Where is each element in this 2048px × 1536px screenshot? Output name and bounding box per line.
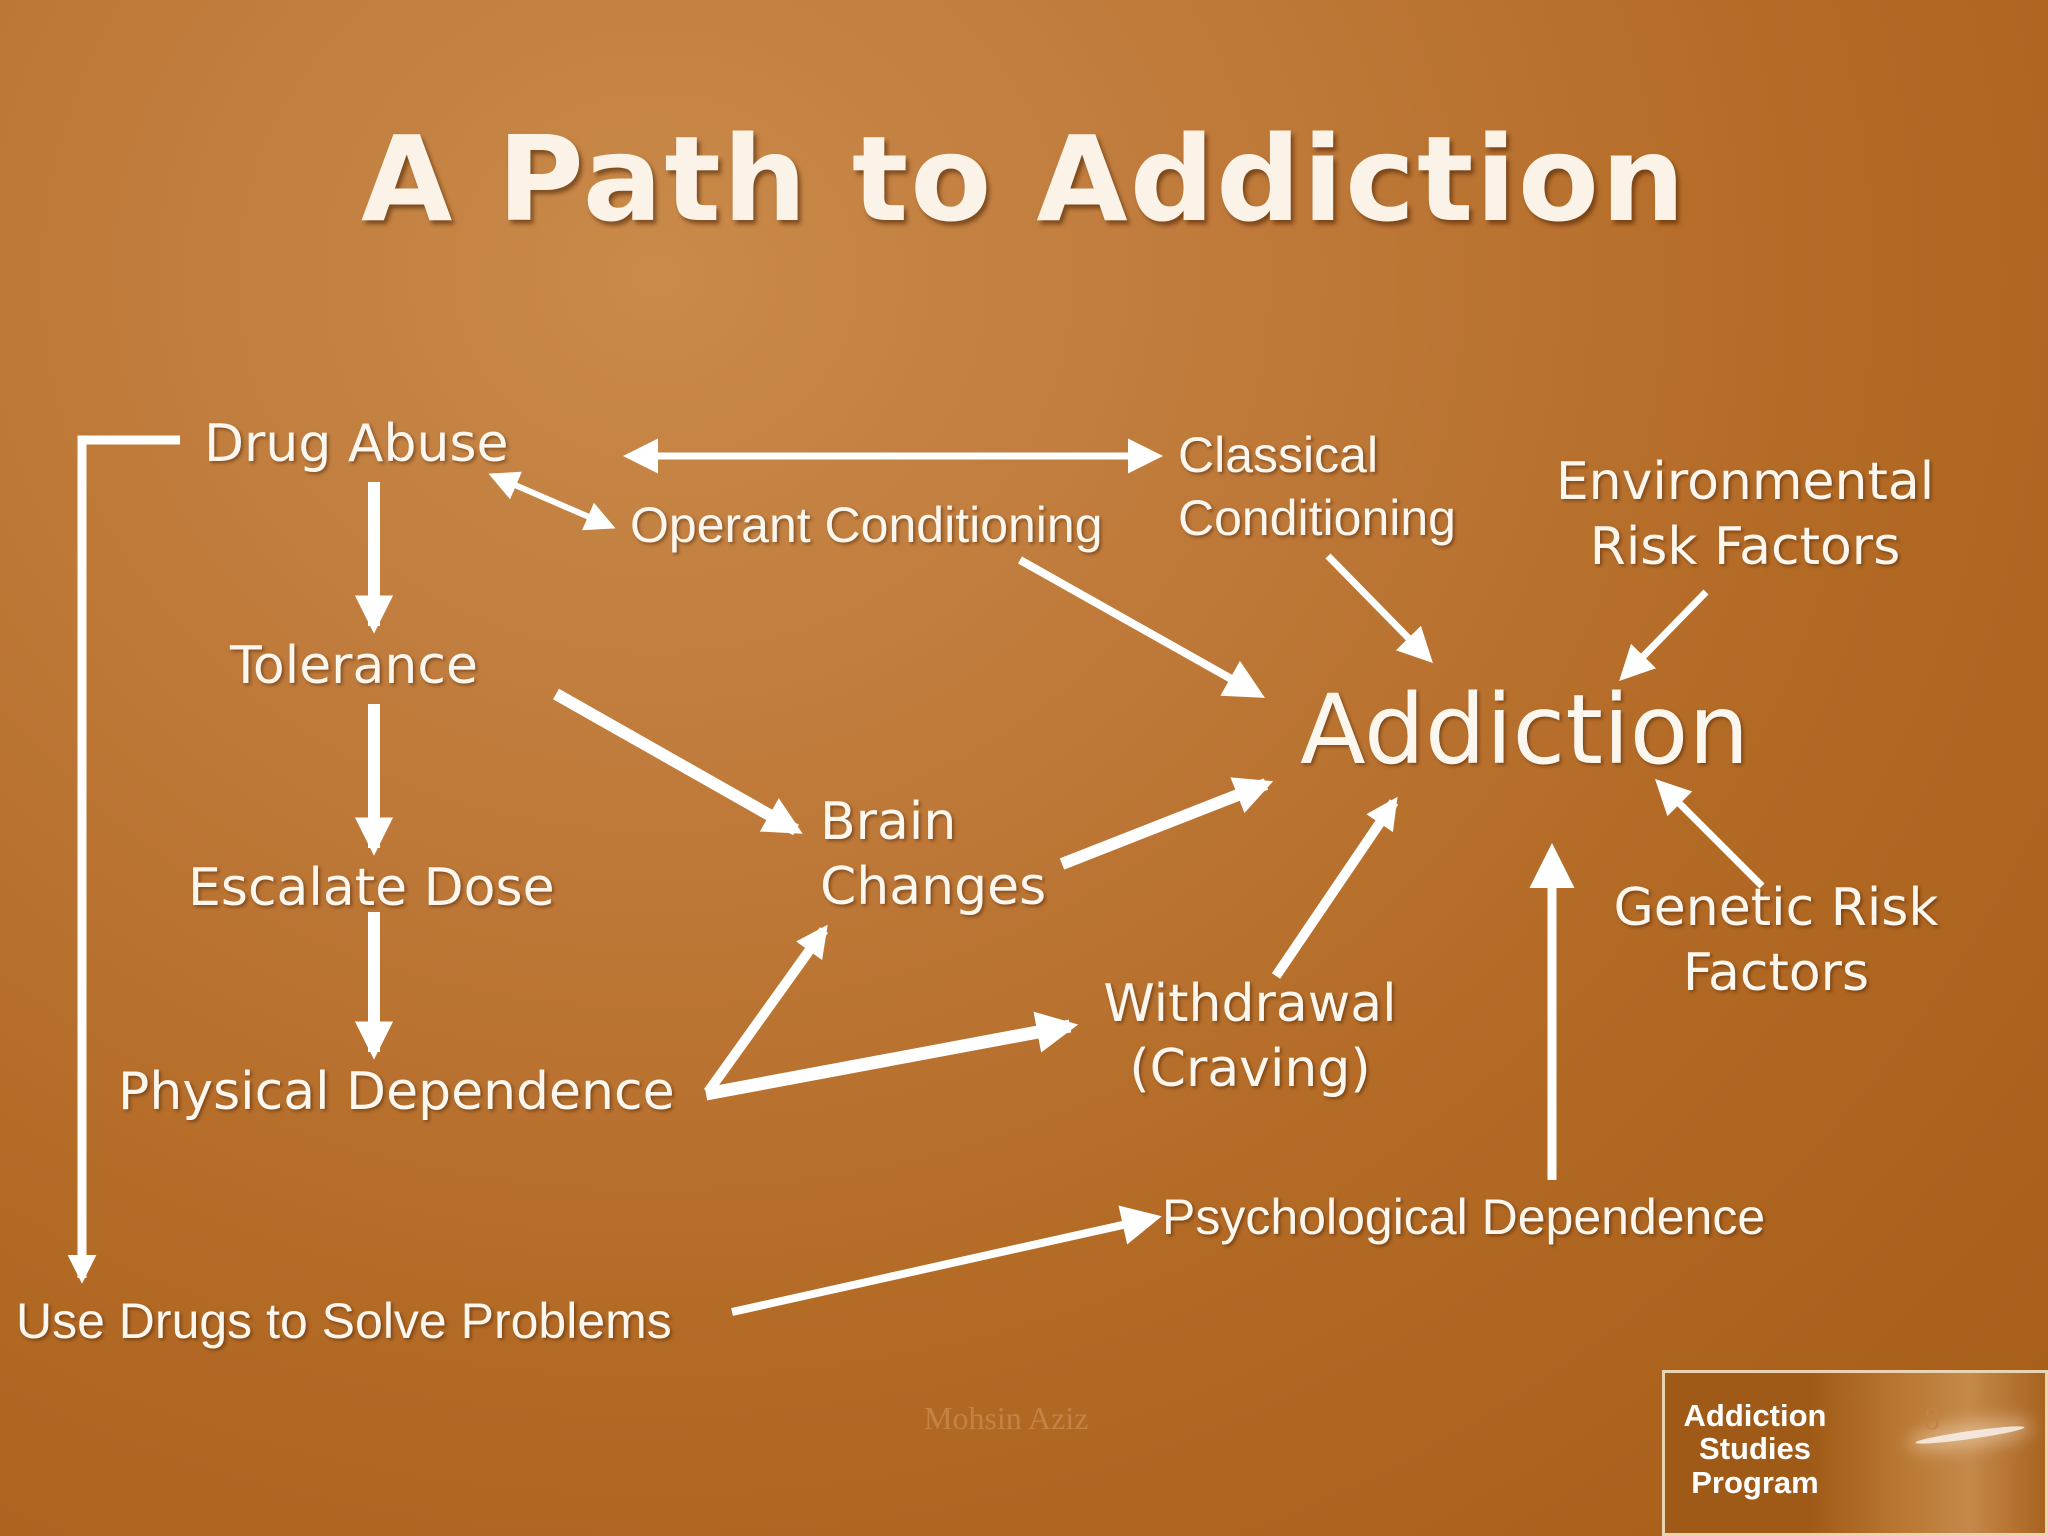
arrow-physical-to-withdrawal	[704, 1011, 1079, 1101]
node-use-drugs: Use Drugs to Solve Problems	[16, 1293, 672, 1349]
node-brain-changes: Brain Changes	[820, 790, 1046, 920]
withdrawal-line-2: (Craving)	[1129, 1039, 1371, 1099]
brain-line-2: Changes	[820, 857, 1047, 917]
arrow-drugabuse-to-usedrugs	[67, 435, 180, 1284]
arrow-tolerance-to-brain	[553, 688, 803, 836]
arrow-genetic-to-addiction	[1655, 779, 1765, 889]
node-physical-dependence: Physical Dependence	[118, 1062, 675, 1122]
node-addiction: Addiction	[1300, 674, 1750, 786]
arrow-physical-to-brain	[703, 924, 829, 1095]
arrow-withdrawal-to-addiction	[1271, 796, 1399, 979]
logo-line-3: Program	[1691, 1464, 1819, 1500]
arrow-drugabuse-operant	[488, 471, 616, 531]
node-classical-conditioning: Classical Conditioning	[1178, 424, 1456, 549]
brain-line-1: Brain	[820, 792, 957, 852]
withdrawal-line-1: Withdrawal	[1103, 974, 1397, 1034]
node-psychological-dependence: Psychological Dependence	[1162, 1189, 1766, 1245]
slide-number: 8	[1924, 1400, 1940, 1436]
arrow-classical-to-addiction	[1325, 553, 1433, 663]
arrow-environmental-to-addiction	[1619, 589, 1709, 682]
logo-text: Addiction Studies Program	[1675, 1398, 1835, 1500]
logo-line-1: Addiction	[1683, 1398, 1827, 1433]
node-environmental-risk: Environmental Risk Factors	[1540, 450, 1950, 580]
arrow-brain-to-addiction	[1059, 777, 1274, 870]
genetic-line-2: Factors	[1682, 943, 1870, 1003]
classical-line-1: Classical	[1178, 427, 1379, 483]
node-escalate-dose: Escalate Dose	[188, 858, 555, 918]
environmental-line-2: Risk Factors	[1589, 517, 1901, 577]
node-tolerance: Tolerance	[230, 636, 478, 696]
node-withdrawal: Withdrawal (Craving)	[1090, 972, 1410, 1102]
node-genetic-risk: Genetic Risk Factors	[1596, 876, 1956, 1006]
program-logo: Addiction Studies Program	[1662, 1370, 2048, 1536]
classical-line-2: Conditioning	[1178, 489, 1456, 546]
node-drug-abuse: Drug Abuse	[204, 414, 509, 474]
node-operant-conditioning: Operant Conditioning	[630, 497, 1103, 553]
slide-title: A Path to Addiction	[361, 110, 1687, 248]
genetic-line-1: Genetic Risk	[1613, 878, 1939, 938]
arrow-usedrugs-to-psychological	[731, 1205, 1162, 1316]
footer-author: Mohsin Aziz	[924, 1400, 1089, 1436]
logo-line-2: Studies	[1699, 1431, 1811, 1467]
environmental-line-1: Environmental	[1555, 452, 1935, 512]
arrow-operant-to-addiction	[1018, 556, 1265, 698]
